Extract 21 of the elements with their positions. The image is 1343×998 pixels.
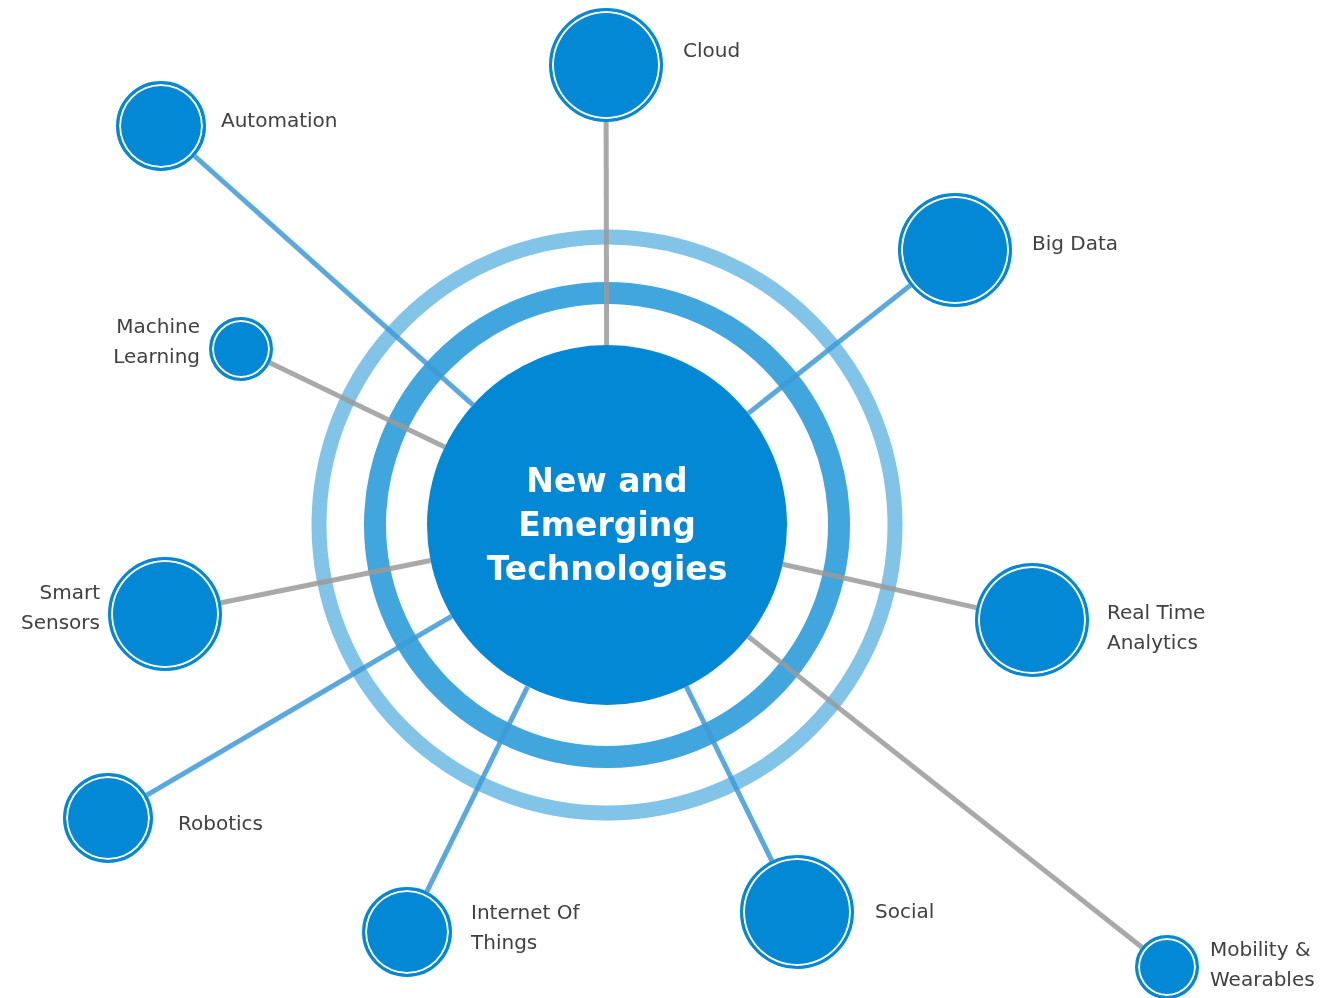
node-label: Machine Learning	[112, 313, 200, 370]
node-label: Mobility & Wearables	[1210, 936, 1316, 993]
connector-line	[145, 614, 454, 798]
connector-line	[268, 360, 446, 450]
node-label: Robotics	[178, 810, 264, 837]
connector-line	[746, 283, 912, 416]
node-label: Big Data	[1032, 230, 1120, 257]
connector-line	[746, 634, 1144, 950]
node-label: Smart Sensors	[20, 579, 100, 636]
node-label: Automation	[221, 107, 339, 134]
connector-line	[603, 122, 610, 345]
connector-line	[424, 685, 530, 893]
connector-line	[684, 685, 775, 862]
connector-line	[192, 154, 475, 407]
node-label: Cloud	[683, 37, 742, 64]
hub-title: New and Emerging Technologies	[485, 460, 729, 590]
connector-line	[782, 561, 977, 610]
node-label: Social	[875, 898, 936, 925]
node-label: Real Time Analytics	[1107, 599, 1207, 656]
connector-line	[220, 558, 432, 606]
node-label: Internet Of Things	[471, 899, 581, 956]
